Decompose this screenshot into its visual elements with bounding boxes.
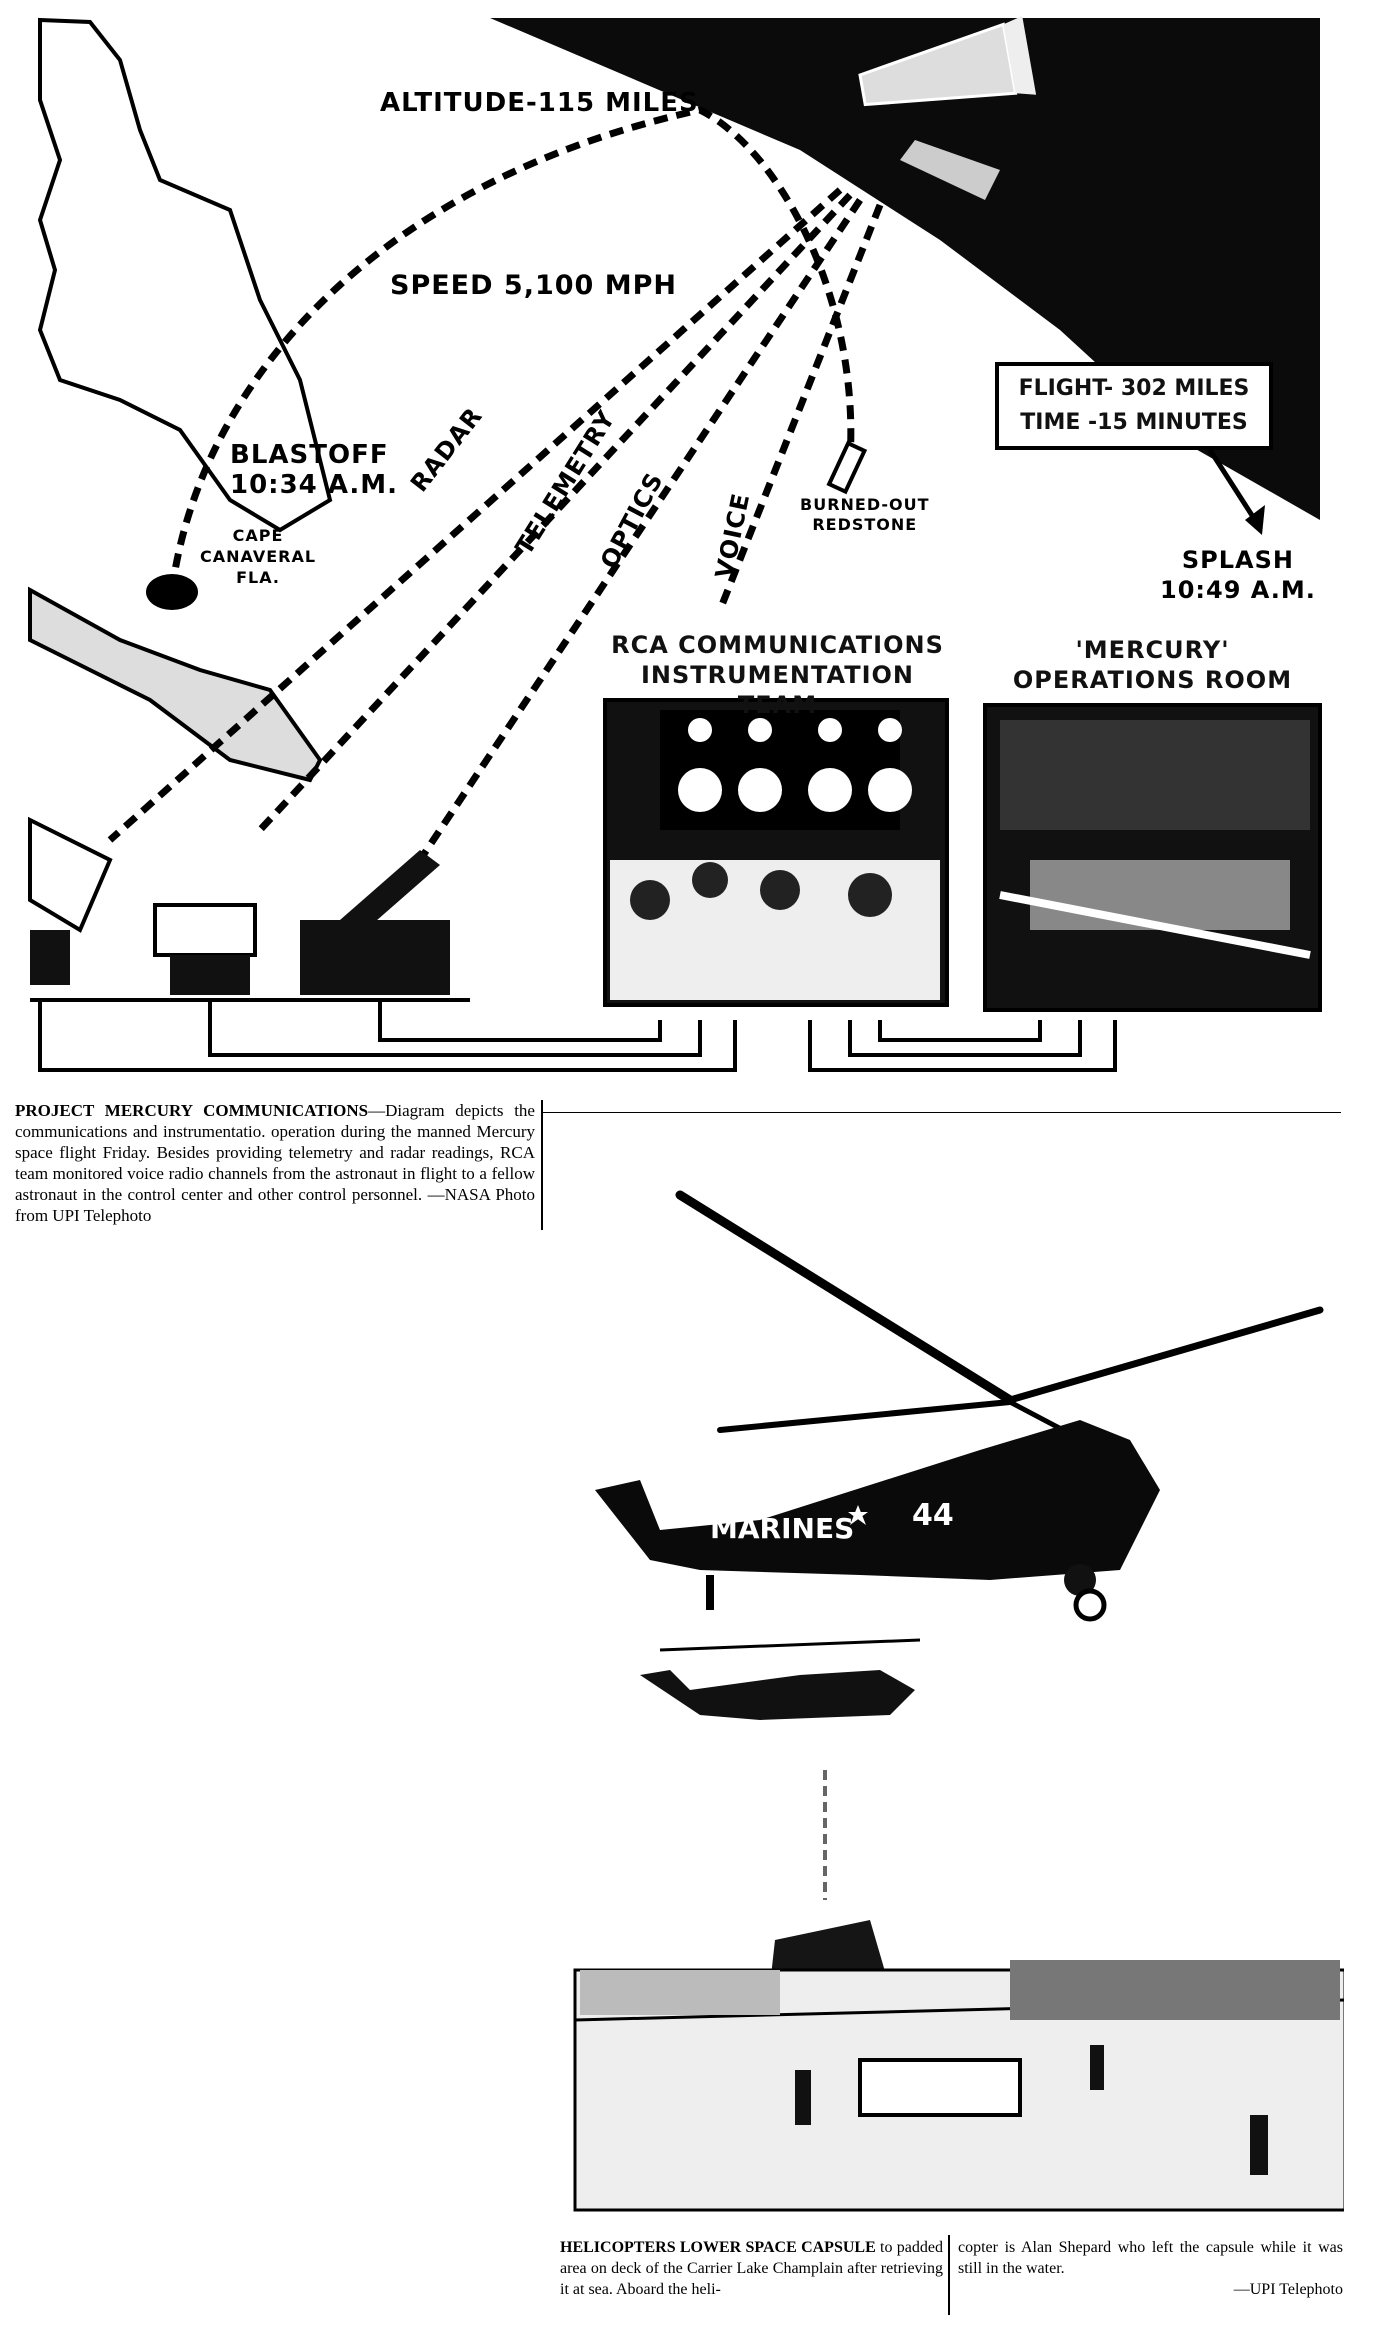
rca-team-label: RCA COMMUNICATIONS INSTRUMENTATION TEAM [611,631,944,719]
altitude-label: ALTITUDE-115 MILES [380,88,699,118]
deck-crew [795,2045,1268,2175]
helicopter-photo-artwork: MARINES 44 [573,1190,1347,2212]
coastline-background [1010,1960,1340,2020]
launch-site-marker [146,574,198,610]
helicopter-marking-text: MARINES [710,1512,854,1545]
helicopter-star-icon [848,1505,868,1525]
burned-out-redstone-label: BURNED-OUT REDSTONE [800,495,930,534]
splash-label: SPLASH 10:49 A.M. [1160,546,1316,604]
operations-room-label: 'MERCURY' OPERATIONS ROOM [1012,636,1293,694]
flight-stats-box: FLIGHT- 302 MILES TIME -15 MINUTES [995,362,1273,450]
photo-caption-col1: HELICOPTERS LOWER SPACE CAPSULE to padde… [560,2237,943,2300]
photo-caption-body-1: to padded area on deck of the Carrier La… [560,2239,944,2298]
photo-caption-col2: copter is Alan Shepard who left the caps… [958,2237,1343,2300]
helicopter-photo: MARINES 44 [560,1180,1347,2220]
diagram-caption-lead: PROJECT MERCURY COMMUNICATIONS [15,1101,369,1120]
mercury-communications-diagram: ALTITUDE-115 MILES SPEED 5,100 MPH BLAST… [0,0,1374,1080]
diagram-caption-body: —Diagram depicts the communications and … [15,1101,535,1204]
photo-top-rule [541,1112,1341,1113]
capsule-debris [900,140,1000,200]
connecting-cables [38,1000,1117,1072]
night-sky [490,18,1320,520]
ground-stations [28,816,450,995]
mercury-capsule-icon [858,15,1037,107]
photo-caption-divider [948,2235,950,2315]
flight-distance: FLIGHT- 302 MILES [1018,376,1250,401]
rca-room [603,698,949,1007]
marines-helicopter [595,1420,1160,1622]
blastoff-label: BLASTOFF 10:34 A.M. [230,440,399,500]
redstone-booster-icon [826,440,868,495]
flight-time: TIME -15 MINUTES [1020,410,1248,435]
helicopter-number-text: 44 [912,1498,954,1533]
second-helicopter [640,1638,921,1720]
splash-arrow [1207,448,1258,522]
splash-arrowhead [1245,505,1265,535]
photo-caption-lead: HELICOPTERS LOWER SPACE CAPSULE [560,2239,876,2256]
cape-peninsula [28,586,323,783]
cape-canaveral-label: CAPE CANAVERAL FLA. [200,526,317,587]
caption-divider [541,1100,543,1230]
speed-label: SPEED 5,100 MPH [390,270,677,301]
rotor-blades [675,1190,1324,1463]
florida-coastline [37,17,333,533]
tracking-beams [107,187,884,862]
sea-background [580,1970,780,2015]
padded-landing-area [858,2058,1022,2117]
diagram-caption: PROJECT MERCURY COMMUNICATIONS—Diagram d… [15,1100,535,1226]
diagram-artwork [28,15,1322,1072]
diagram-caption-credit: —NASA Photo from UPI Telephoto [15,1185,536,1225]
photo-caption-body-2: copter is Alan Shepard who left the caps… [958,2239,1343,2277]
photo-caption-credit: —UPI Telephoto [1233,2281,1343,2298]
operations-room [983,703,1322,1012]
